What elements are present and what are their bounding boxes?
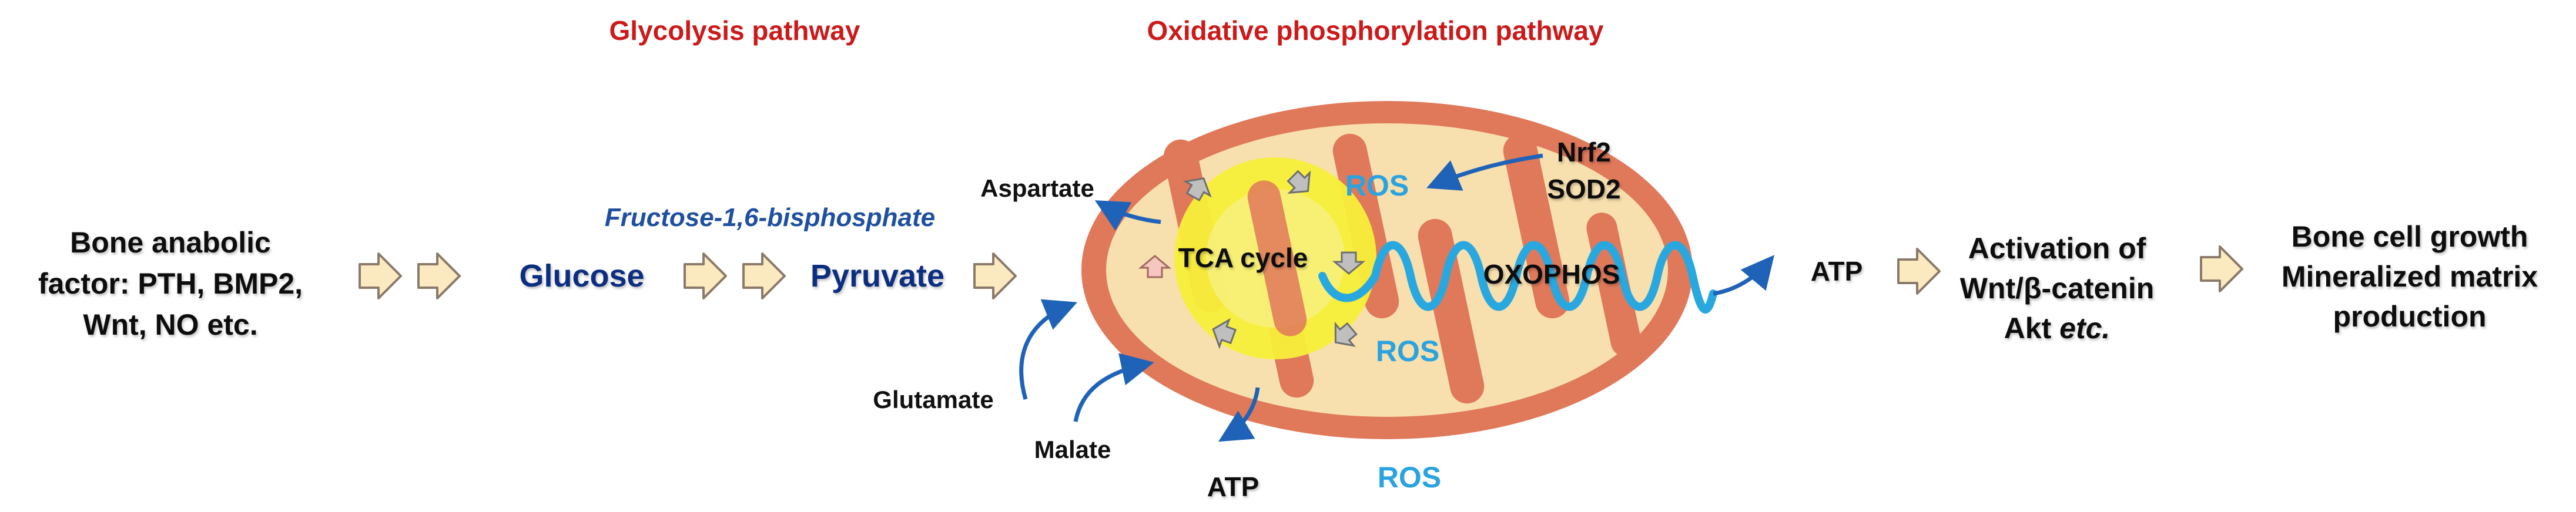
activation-block: Activation of Wnt/β-catenin Akt etc. bbox=[1960, 232, 2155, 345]
tca-entry-arrow-icon bbox=[1138, 255, 1172, 278]
factor-line-1: Bone anabolic bbox=[70, 226, 271, 259]
atp-right-arrow bbox=[1713, 255, 1774, 296]
atp-right-label: ATP bbox=[1811, 256, 1863, 287]
outcome-block: Bone cell growth Mineralized matrix prod… bbox=[2282, 220, 2538, 333]
glutamate-label: Glutamate bbox=[873, 386, 993, 413]
ros-top-label: ROS bbox=[1345, 169, 1409, 202]
glutamate-arrow bbox=[1019, 299, 1077, 400]
activation-line-3: Akt etc. bbox=[2004, 312, 2111, 345]
nrf2-label: Nrf2 bbox=[1557, 137, 1611, 167]
aspartate-label: Aspartate bbox=[980, 174, 1094, 202]
malate-arrow bbox=[1073, 353, 1154, 422]
oxphos-label: OXOPHOS bbox=[1483, 259, 1620, 289]
glucose-label: Glucose bbox=[519, 258, 644, 294]
atp-bottom-label: ATP bbox=[1207, 471, 1259, 502]
block-arrow-icon bbox=[742, 252, 786, 299]
ros-bottom-label: ROS bbox=[1378, 461, 1441, 494]
factor-line-3: Wnt, NO etc. bbox=[83, 308, 257, 341]
outcome-line-1: Bone cell growth bbox=[2292, 220, 2528, 253]
block-arrow-icon bbox=[359, 252, 402, 299]
activation-line-2: Wnt/β-catenin bbox=[1960, 272, 2155, 305]
factor-line-2: factor: PTH, BMP2, bbox=[38, 267, 303, 300]
block-arrow-icon bbox=[417, 252, 461, 299]
block-arrow-icon bbox=[2200, 245, 2243, 292]
oxphos-coil bbox=[1371, 241, 1717, 314]
nrf2-to-ros-arrow bbox=[1426, 153, 1543, 191]
tca-cycle-arrows-icon bbox=[1183, 170, 1366, 349]
crista bbox=[1418, 218, 1485, 404]
mitochondrion: TCA cycle OXOPHOS ROS ROS bbox=[1081, 101, 1717, 439]
pyruvate-label: Pyruvate bbox=[810, 258, 944, 294]
outcome-line-2: Mineralized matrix bbox=[2282, 260, 2538, 293]
block-arrow-icon bbox=[684, 252, 727, 299]
sod2-label: SOD2 bbox=[1547, 174, 1620, 204]
aspartate-arrow bbox=[1094, 200, 1161, 231]
oxphos-header: Oxidative phosphorylation pathway bbox=[1147, 15, 1603, 46]
block-arrow-icon bbox=[973, 252, 1017, 299]
malate-label: Malate bbox=[1034, 436, 1111, 463]
glycolysis-header: Glycolysis pathway bbox=[609, 15, 860, 46]
ros-middle-label: ROS bbox=[1376, 335, 1439, 368]
bone-anabolic-factor: Bone anabolic factor: PTH, BMP2, Wnt, NO… bbox=[38, 226, 303, 341]
fructose-label: Fructose-1,6-bisphosphate bbox=[605, 203, 935, 232]
outcome-line-3: production bbox=[2333, 300, 2486, 333]
activation-line-1: Activation of bbox=[1968, 232, 2146, 265]
atp-bottom-arrow bbox=[1218, 387, 1260, 442]
block-arrow-icon bbox=[1897, 248, 1941, 295]
tca-cycle-label: TCA cycle bbox=[1178, 242, 1308, 273]
